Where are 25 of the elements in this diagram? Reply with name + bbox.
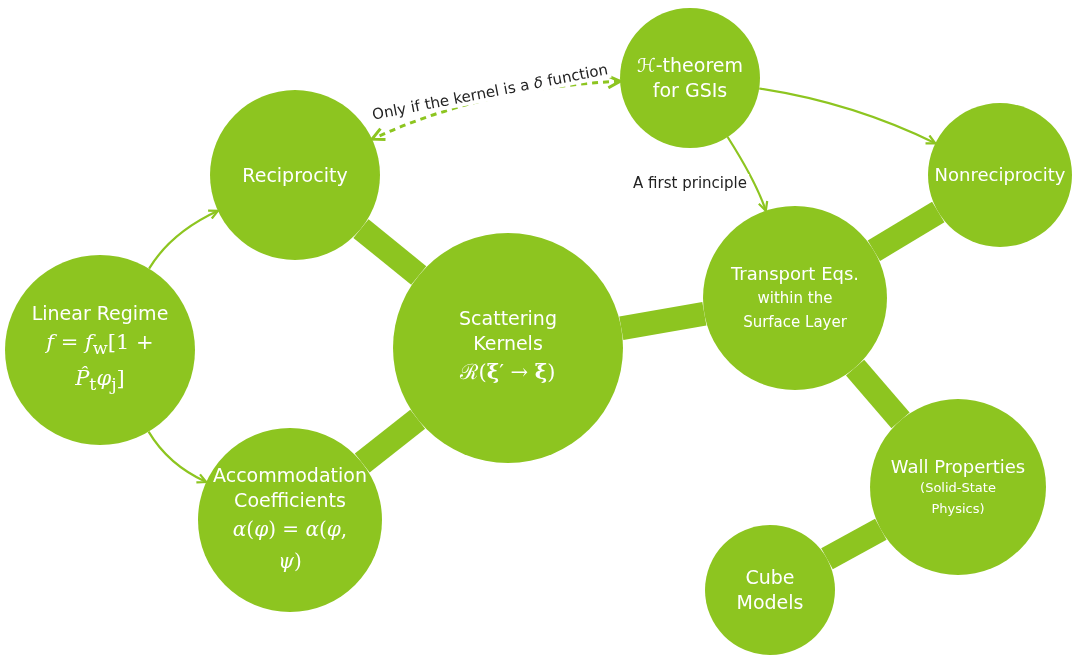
arrow bbox=[759, 87, 937, 145]
topic-title: Accommodation Coefficients bbox=[212, 463, 368, 513]
blob-connector bbox=[354, 409, 426, 473]
topic-title: Nonreciprocity bbox=[934, 163, 1066, 187]
topic-title: Cube Models bbox=[735, 565, 805, 615]
blob-connector bbox=[867, 201, 945, 261]
edge-label: A first principle bbox=[631, 174, 749, 192]
formula: f = f$_{w}$[1 + P̂$_{t}$φ$_{j}$] bbox=[44, 329, 155, 397]
blob-connector bbox=[821, 518, 887, 570]
topic-title: Wall Properties bbox=[890, 454, 1026, 478]
topic-title: Transport Eqs. bbox=[730, 262, 860, 286]
topic-title: ℋ-theorem for GSIs bbox=[635, 53, 744, 103]
arrow bbox=[148, 209, 219, 270]
topic-title: Linear Regime bbox=[31, 301, 169, 327]
subtitle: (Solid-State Physics) bbox=[919, 478, 997, 518]
subtitle: within the Surface Layer bbox=[742, 287, 848, 333]
topic-title: Scattering Kernels bbox=[458, 306, 558, 356]
blob-connector bbox=[619, 301, 707, 341]
arrow bbox=[147, 431, 208, 484]
topic-title: Reciprocity bbox=[242, 162, 348, 188]
formula: α(φ) = α(φ, ψ) bbox=[231, 515, 349, 575]
arrow bbox=[726, 136, 769, 212]
blob-connector bbox=[353, 219, 427, 285]
blob-connector bbox=[846, 359, 910, 429]
formula: ℛ(ξ′ → ξ) bbox=[460, 358, 556, 387]
